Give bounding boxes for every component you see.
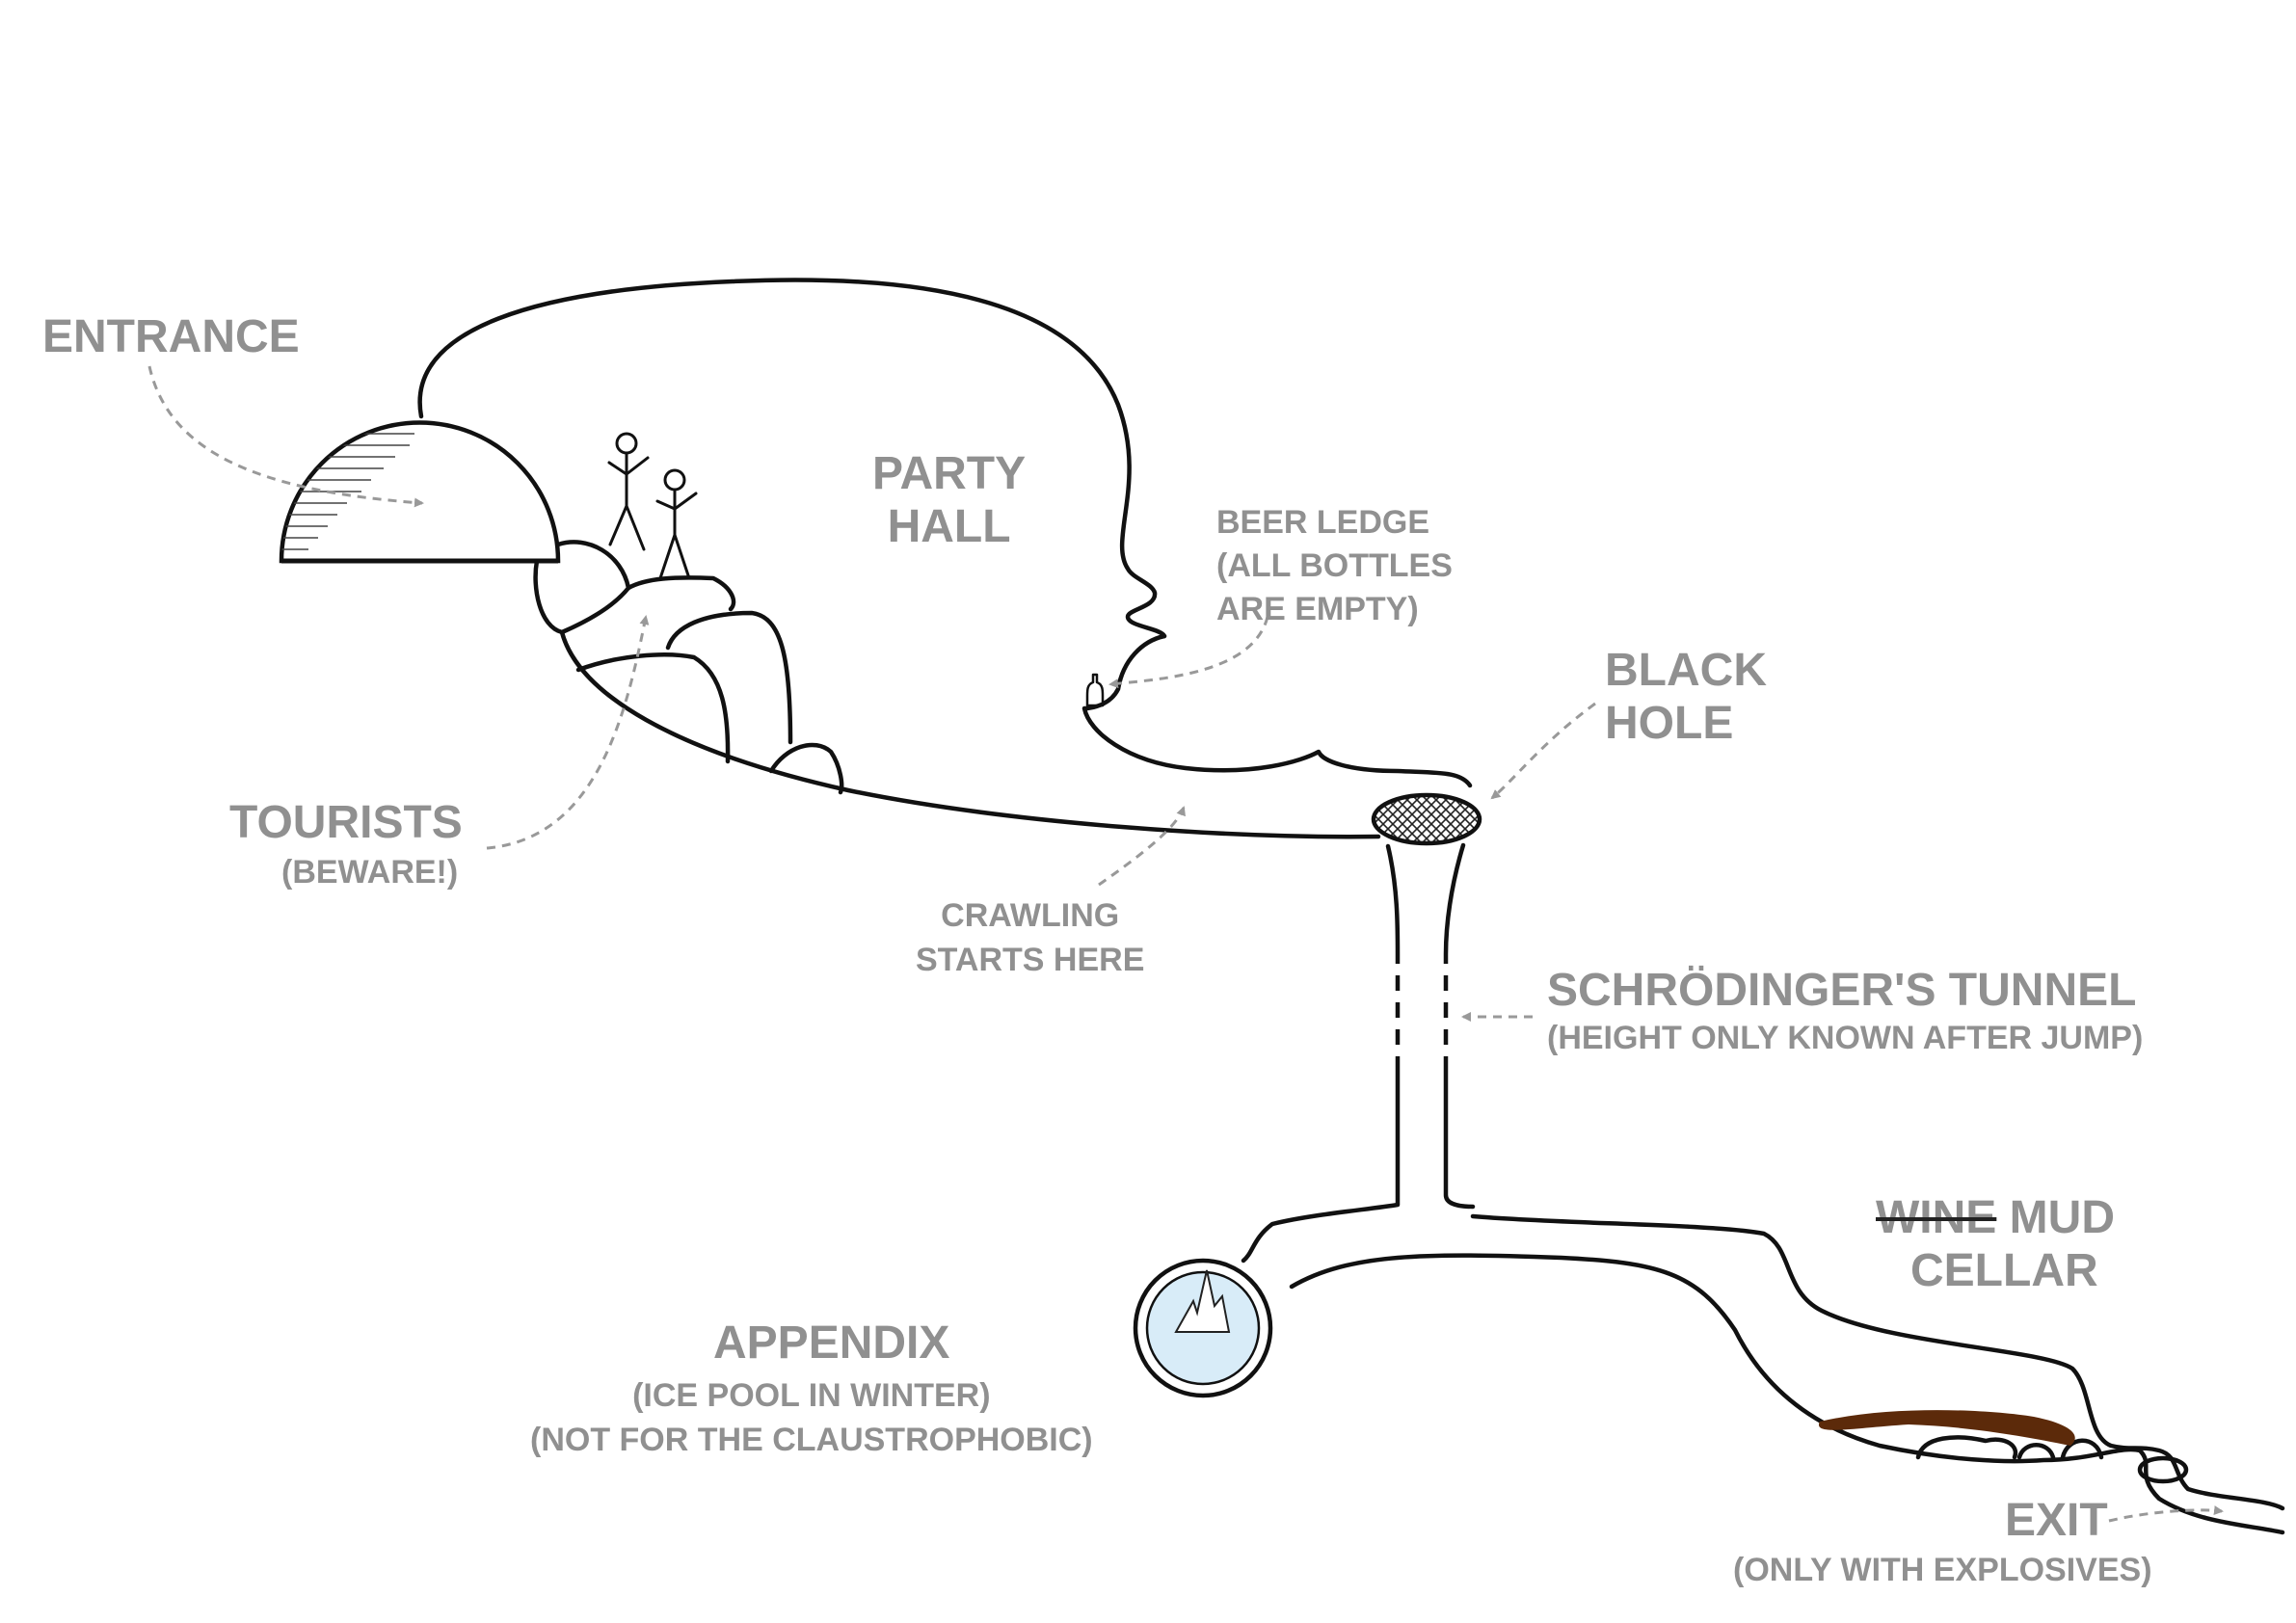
cellar-rocks	[1915, 1435, 2104, 1460]
corridor-lower	[1289, 1253, 2285, 1535]
label-cellar-line2: CELLAR	[1910, 1245, 2098, 1297]
entrance-dome	[279, 420, 561, 564]
corridor-upper	[1470, 1213, 2285, 1511]
boulder-1	[555, 540, 631, 635]
entrance-wall	[533, 558, 565, 635]
boulder-4	[665, 610, 793, 745]
label-cellar-struck: WINE	[1876, 1192, 1997, 1243]
label-exit-note: (ONLY WITH EXPLOSIVES)	[1733, 1552, 2152, 1588]
party-hall-ceiling	[417, 278, 1167, 639]
tourists-figures	[607, 432, 698, 580]
beer-ledge	[1081, 633, 1473, 788]
label-appendix: APPENDIX	[713, 1317, 950, 1369]
tunnel-right-wall	[1443, 842, 1476, 1210]
label-exit: EXIT	[2005, 1495, 2108, 1546]
label-tourists-note: (BEWARE!)	[281, 854, 459, 891]
hall-floor	[559, 629, 1381, 839]
label-party-hall: PARTY HALL	[872, 447, 1026, 553]
ice-crystal	[1174, 1269, 1231, 1333]
boulder-3	[575, 652, 731, 764]
label-appendix-note-line2: (NOT FOR THE CLAUSTROPHOBIC)	[530, 1421, 1093, 1458]
tourists-arrow	[486, 615, 650, 850]
label-entrance: ENTRANCE	[42, 311, 300, 362]
black-hole-arrow	[1490, 702, 1596, 800]
label-cellar: WINE MUD CELLAR	[1876, 1191, 2115, 1297]
mud-deposit	[1818, 1410, 2075, 1446]
bottle-icon	[1085, 673, 1105, 707]
label-black-hole-line2: HOLE	[1605, 698, 1734, 750]
label-beer-ledge-line2: (ALL BOTTLES	[1216, 546, 1453, 584]
exit-boulder	[2137, 1455, 2189, 1484]
crawling-arrow	[1098, 806, 1186, 887]
tunnel-left-wall	[1241, 843, 1401, 1264]
label-tourists: TOURISTS	[229, 797, 463, 848]
black-hole	[1371, 792, 1482, 846]
label-cellar-mud: MUD	[1996, 1192, 2115, 1243]
label-party-hall-line1: PARTY	[872, 448, 1027, 499]
boulder-2	[626, 575, 736, 612]
label-black-hole-line1: BLACK	[1605, 645, 1767, 696]
boulder-5	[768, 742, 844, 795]
beer-ledge-arrow	[1108, 616, 1269, 689]
label-tunnel-note: (HEIGHT ONLY KNOWN AFTER JUMP)	[1547, 1020, 2144, 1056]
entrance-arrow	[147, 365, 424, 508]
label-beer-ledge-line3: ARE EMPTY)	[1216, 590, 1419, 627]
label-appendix-note-line1: (ICE POOL IN WINTER)	[632, 1377, 991, 1414]
appendix-cave	[1133, 1258, 1273, 1398]
label-beer-ledge: BEER LEDGE (ALL BOTTLES ARE EMPTY)	[1216, 501, 1453, 631]
label-appendix-note: (ICE POOL IN WINTER) (NOT FOR THE CLAUST…	[530, 1374, 1093, 1462]
label-crawling-line1: CRAWLING	[941, 897, 1120, 934]
label-black-hole: BLACK HOLE	[1605, 644, 1767, 750]
exit-arrow	[2108, 1505, 2224, 1523]
label-party-hall-line2: HALL	[887, 501, 1011, 553]
label-tunnel: SCHRÖDINGER'S TUNNEL	[1547, 965, 2137, 1016]
label-cellar-line1: WINE MUD	[1876, 1191, 2115, 1244]
label-beer-ledge-line1: BEER LEDGE	[1216, 504, 1430, 541]
label-crawling-line2: STARTS HERE	[916, 941, 1145, 978]
label-crawling: CRAWLING STARTS HERE	[916, 894, 1144, 982]
